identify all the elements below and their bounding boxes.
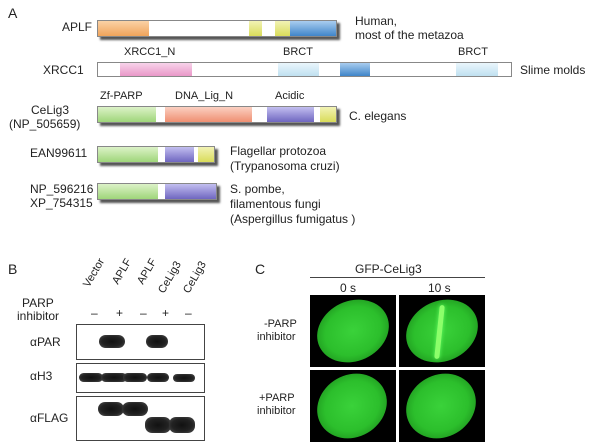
np-name: NP_596216 (30, 182, 94, 196)
lane-label-5: CeLig3 (181, 259, 209, 296)
np-organism-3: (Aspergillus fumigatus ) (230, 212, 356, 226)
celig3-domain-bar (97, 106, 337, 123)
blot-label-flag: αFLAG (30, 411, 69, 425)
band-h3-3 (123, 373, 147, 382)
ean-green-domain (98, 147, 158, 162)
row-label-plus-2: inhibitor (257, 405, 296, 417)
celig3-yellow-domain (320, 107, 336, 122)
row-label-plus-1: +PARP (259, 392, 295, 404)
inhibitor-sign-5: – (185, 306, 192, 320)
celig3-green-domain (98, 107, 156, 122)
inhibitor-label: inhibitor (17, 309, 60, 323)
nucleus (310, 295, 396, 367)
ean-name: EAN99611 (30, 146, 88, 160)
band-h3-1 (79, 373, 103, 382)
celig3-accession: (NP_505659) (9, 117, 81, 131)
ean-organism-2: (Trypanosoma cruzi) (230, 159, 340, 173)
aplf-organism-2: most of the metazoa (355, 28, 464, 42)
ean-organism: Flagellar protozoa (230, 144, 327, 158)
lane-label-3: APLF (135, 256, 160, 287)
aplf-blue-domain (290, 21, 336, 36)
row-label-minus-2: inhibitor (257, 331, 296, 343)
aplf-name: APLF (62, 20, 93, 34)
np-name-2: XP_754315 (30, 196, 93, 210)
celig3-domain-label-1: Zf-PARP (100, 90, 143, 102)
nucleus (399, 370, 485, 442)
xrcc1-lightblue-domain-2 (456, 63, 498, 76)
band-par-aplf (99, 335, 125, 348)
band-flag-celig3-1 (145, 417, 171, 433)
nucleus (310, 370, 396, 442)
celig3-name: CeLig3 (31, 103, 70, 117)
aplf-yellow-domain-2 (275, 21, 290, 36)
xrcc1-domain-label-2: BRCT (283, 46, 313, 58)
xrcc1-blue-domain (340, 63, 370, 76)
band-h3-2 (101, 373, 127, 382)
blot-flag (76, 396, 205, 441)
panel-label-b: B (8, 261, 18, 277)
image-minus-10s (399, 295, 485, 367)
image-plus-10s (399, 370, 485, 442)
blot-label-h3: αH3 (30, 369, 53, 383)
imaging-title: GFP-CeLig3 (355, 262, 422, 276)
panel-label-a: A (8, 5, 18, 21)
np-organism: S. pombe, (230, 182, 285, 196)
np-green-domain (98, 184, 158, 199)
celig3-purple-domain (267, 107, 314, 122)
celig3-red-domain (165, 107, 252, 122)
title-underline (310, 277, 485, 278)
xrcc1-domain-bar (97, 62, 512, 77)
row-label-minus-1: -PARP (264, 318, 297, 330)
xrcc1-pink-domain (120, 63, 192, 76)
image-minus-0s (310, 295, 396, 367)
xrcc1-domain-label-3: BRCT (458, 46, 488, 58)
ean-yellow-domain (198, 147, 214, 162)
parp-label: PARP (22, 296, 54, 310)
xrcc1-domain-label-1: XRCC1_N (124, 46, 176, 58)
image-plus-0s (310, 370, 396, 442)
xrcc1-organism: Slime molds (520, 63, 586, 77)
xrcc1-name: XRCC1 (43, 63, 84, 77)
inhibitor-sign-4: + (162, 306, 170, 320)
np-organism-2: filamentous fungi (230, 197, 321, 211)
np-domain-bar (97, 183, 217, 200)
band-flag-aplf-2 (122, 402, 148, 416)
band-h3-4 (147, 373, 169, 382)
ean-domain-bar (97, 146, 215, 163)
time-label-10s: 10 s (428, 281, 451, 295)
band-h3-5 (173, 374, 195, 382)
xrcc1-lightblue-domain-1 (278, 63, 319, 76)
band-par-celig3 (146, 335, 168, 348)
celig3-domain-label-2: DNA_Lig_N (175, 90, 234, 102)
blot-label-par: αPAR (30, 335, 61, 349)
np-purple-domain (165, 184, 216, 199)
inhibitor-sign-3: – (140, 306, 147, 320)
celig3-organism: C. elegans (349, 109, 407, 123)
lane-label-4: CeLig3 (156, 259, 184, 296)
blot-h3 (76, 363, 205, 393)
aplf-orange-domain (98, 21, 149, 36)
panel-label-c: C (255, 261, 266, 277)
band-flag-celig3-2 (169, 417, 195, 433)
inhibitor-sign-2: + (116, 306, 124, 320)
inhibitor-sign-1: – (91, 306, 98, 320)
lane-label-2: APLF (110, 256, 135, 287)
time-label-0s: 0 s (340, 281, 357, 295)
celig3-domain-label-3: Acidic (275, 90, 305, 102)
blot-par (76, 324, 205, 360)
ean-purple-domain (165, 147, 194, 162)
aplf-organism: Human, (355, 14, 398, 28)
band-flag-aplf-1 (98, 402, 124, 416)
aplf-yellow-domain-1 (249, 21, 262, 36)
aplf-domain-bar (97, 20, 337, 37)
lane-label-1: Vector (81, 256, 108, 290)
